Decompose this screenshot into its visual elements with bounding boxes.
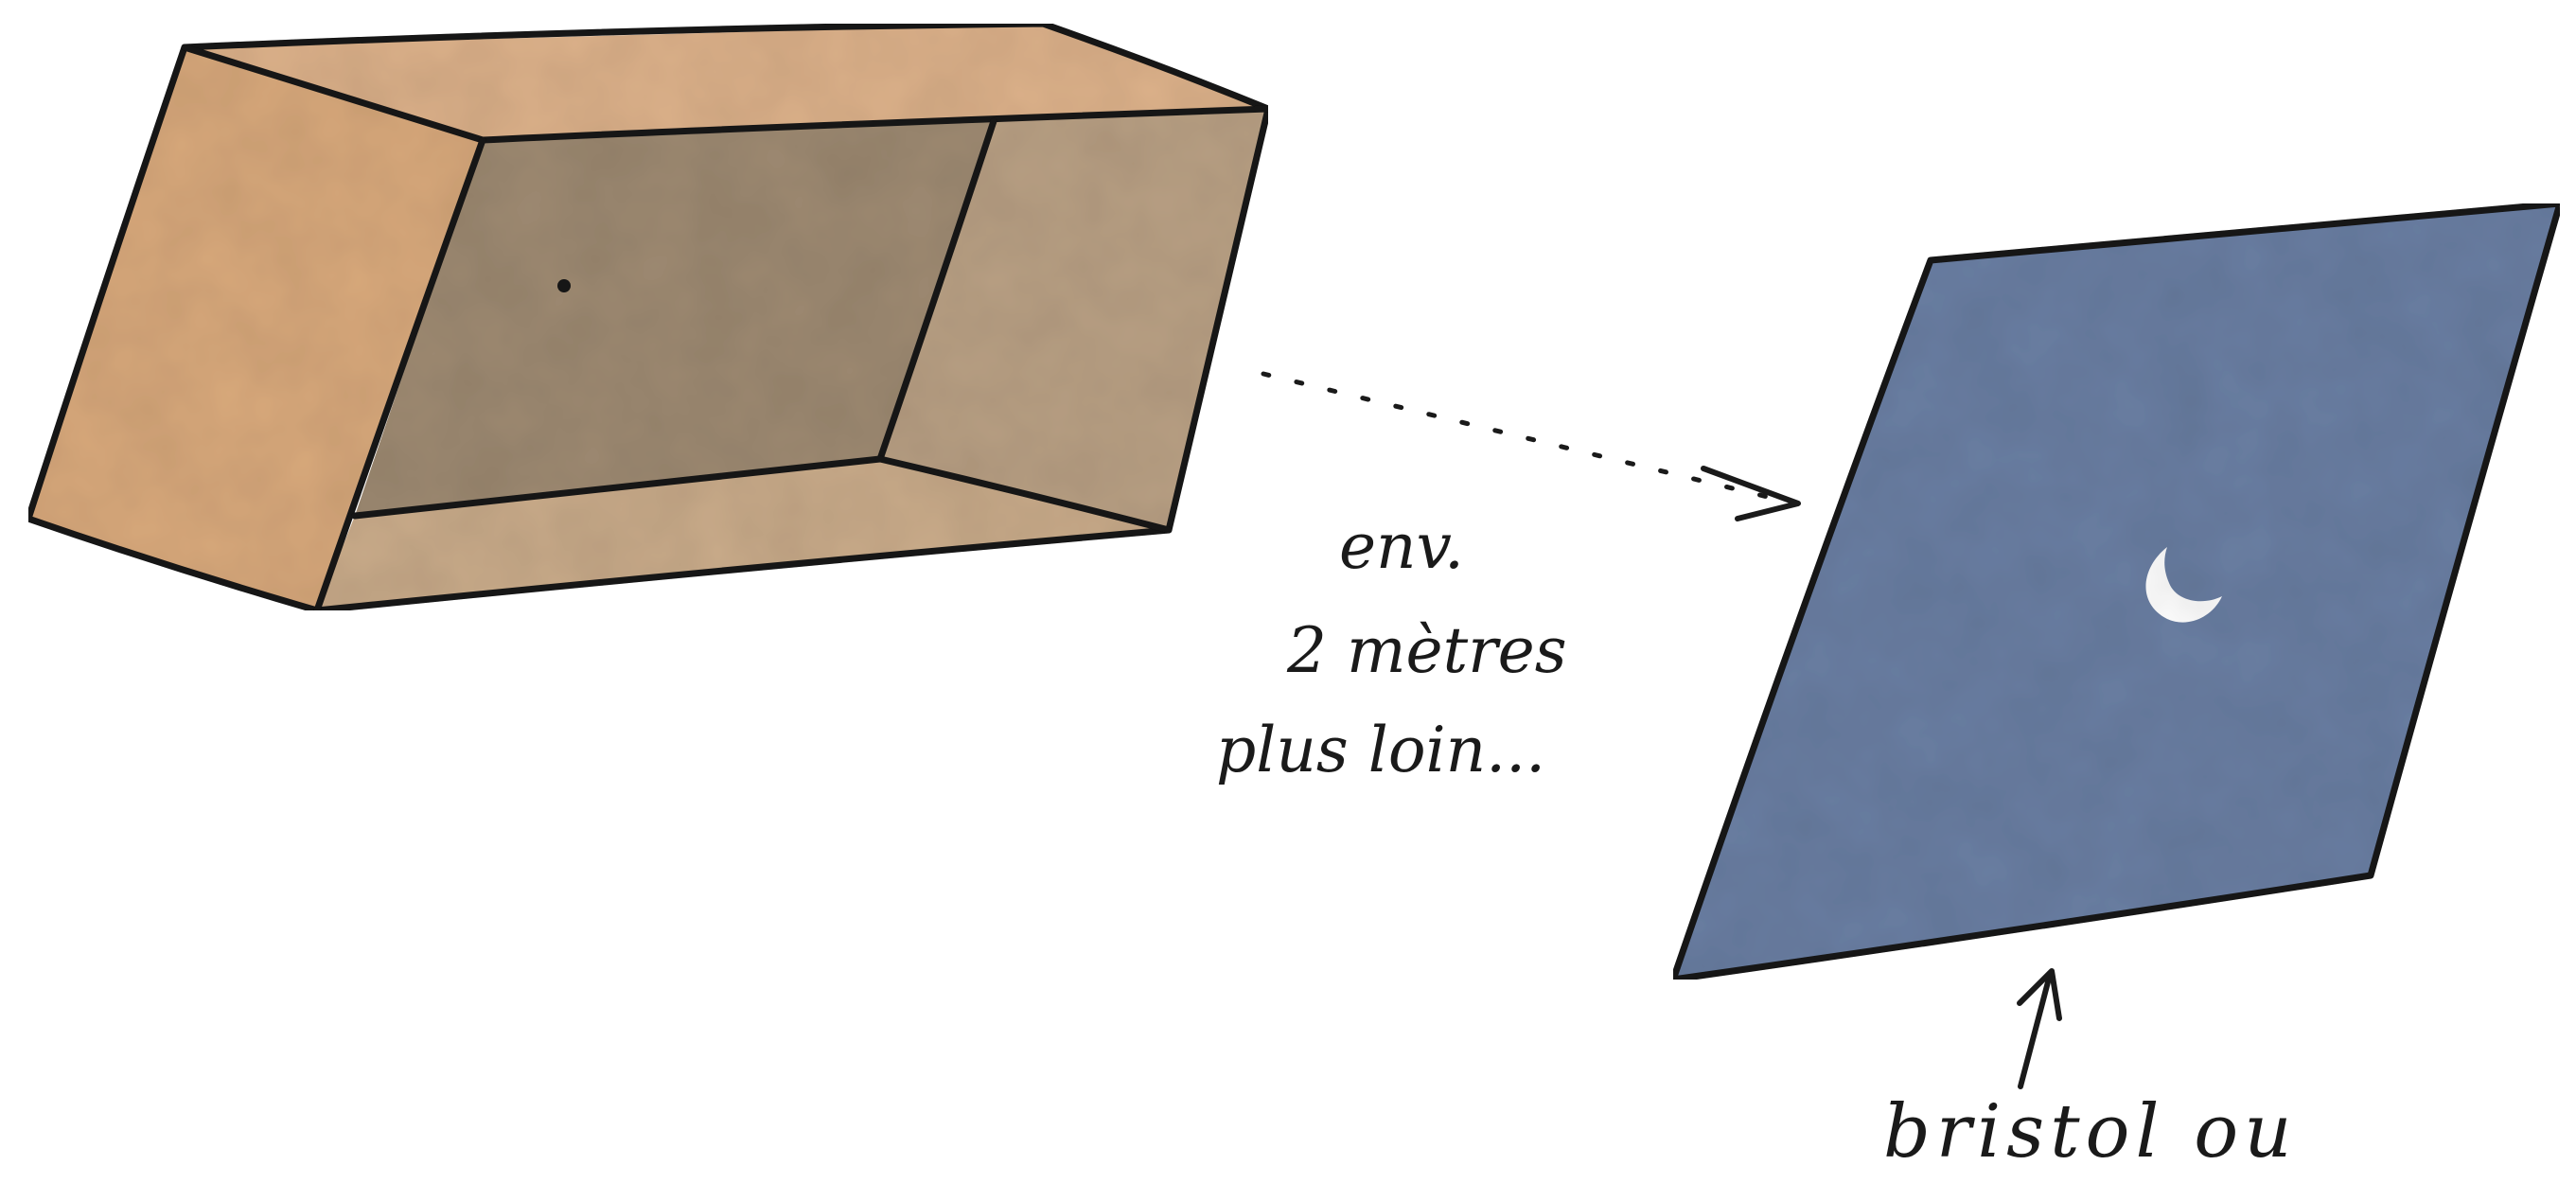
dotted-arrow-icon: [1263, 374, 1798, 519]
bristol-screen: [1673, 203, 2560, 980]
screen-surface: [1673, 203, 2560, 980]
arrow-up-icon: [2020, 971, 2059, 1086]
distance-line-3: plus loin...: [1216, 714, 1545, 786]
distance-annotation: env. 2 mètres plus loin...: [1216, 510, 1567, 786]
distance-line-2: 2 mètres: [1286, 614, 1567, 687]
screen-label: bristol ou: [1883, 1089, 2297, 1174]
distance-line-1: env.: [1339, 510, 1464, 583]
cardboard-box: [28, 24, 1268, 610]
dot-icon: [557, 279, 571, 292]
